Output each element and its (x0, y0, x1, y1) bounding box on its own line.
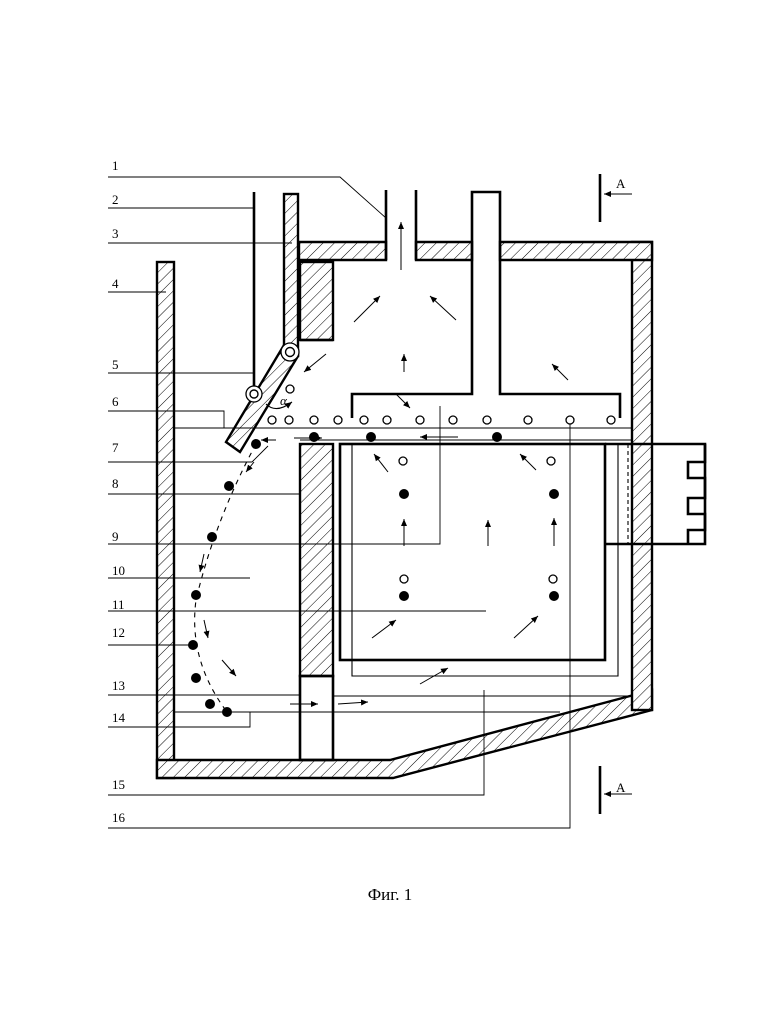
callout-2: 2 (112, 192, 119, 207)
callout-13: 13 (112, 678, 125, 693)
callout-8: 8 (112, 476, 119, 491)
figure-caption: Фиг. 1 (368, 885, 413, 904)
callout-3: 3 (112, 226, 119, 241)
callout-5: 5 (112, 357, 119, 372)
section-mark-bottom: А (600, 766, 632, 814)
callout-7: 7 (112, 440, 119, 455)
callout-4: 4 (112, 276, 119, 291)
callout-9: 9 (112, 529, 119, 544)
outer-vessel (157, 242, 652, 778)
callout-15: 15 (112, 777, 125, 792)
electrode-rod (352, 192, 620, 418)
section-mark-bottom-label: А (616, 780, 626, 795)
section-mark-top-label: А (616, 176, 626, 191)
central-partition (300, 262, 333, 760)
callout-16: 16 (112, 810, 126, 825)
callout-6: 6 (112, 394, 119, 409)
callout-12: 12 (112, 625, 125, 640)
tilted-plate: α (226, 343, 299, 452)
inner-chamber (174, 428, 705, 712)
section-mark-top: А (600, 174, 632, 222)
callout-1: 1 (112, 158, 119, 173)
particles (188, 432, 559, 717)
callout-10: 10 (112, 563, 125, 578)
alpha-angle-label: α (280, 393, 288, 408)
gas-outlet-pipe (386, 190, 416, 270)
callout-11: 11 (112, 597, 125, 612)
callout-14: 14 (112, 710, 126, 725)
